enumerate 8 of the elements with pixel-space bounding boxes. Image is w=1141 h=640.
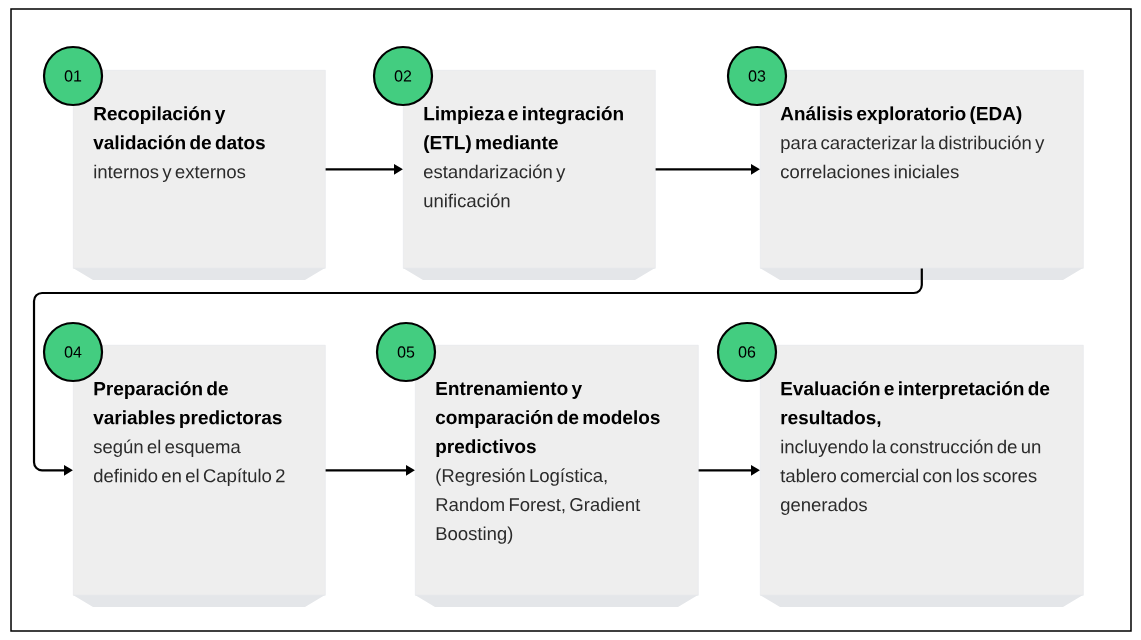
number-badge: 06 [716,321,778,383]
number-badge: 02 [372,45,434,107]
number-badge: 04 [42,321,104,383]
number-badge: 03 [726,45,788,107]
step-box: Entrenamiento y comparación de modelos predictivos (Regresión Logística, Random Forest, Gradient Boosting) [415,345,699,607]
step-box: Evaluación e interpretación de resultados, incluyendo la construcción de un tablero comercial con los scores generados [760,345,1084,607]
number-badge: 01 [42,45,104,107]
number-badge: 05 [375,321,437,383]
